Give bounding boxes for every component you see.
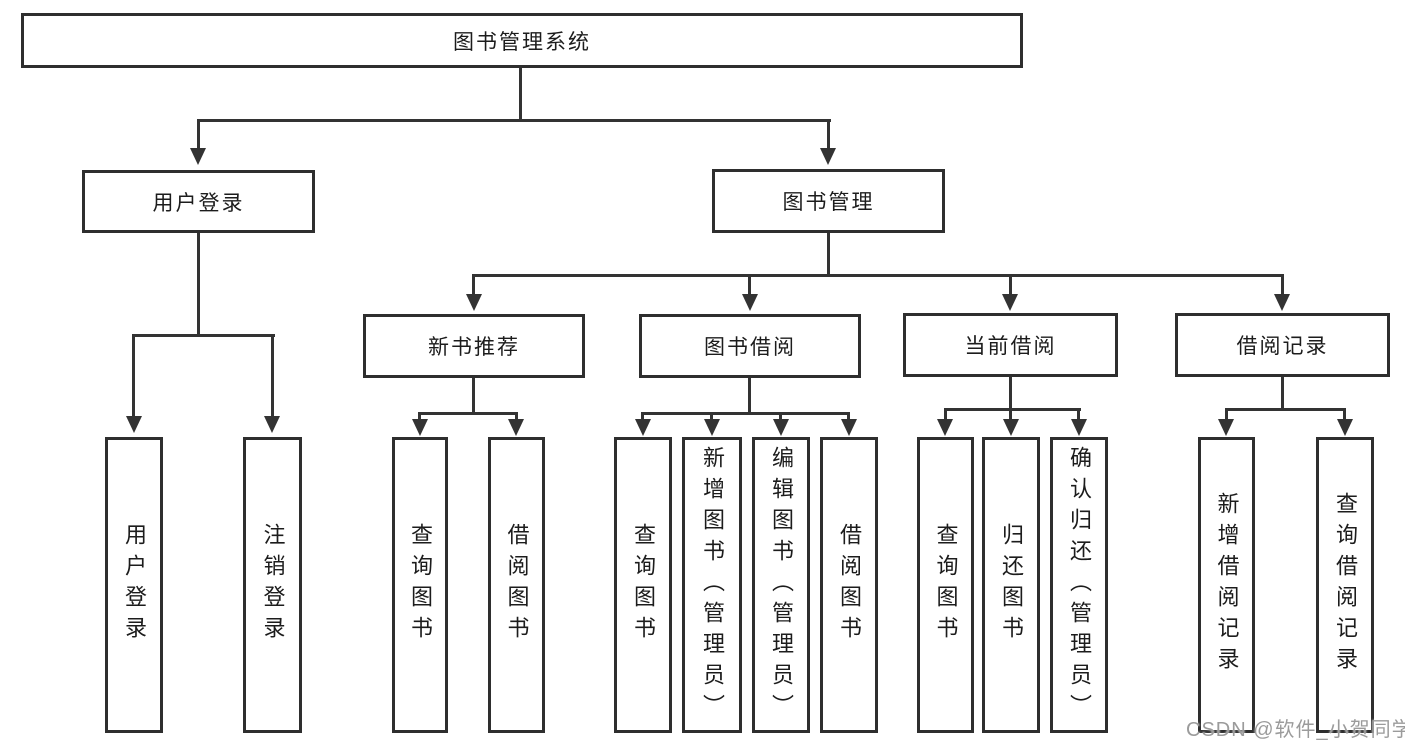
- connector-drop: [641, 412, 644, 421]
- arrow-down-icon: [820, 148, 836, 165]
- arrow-down-icon: [126, 416, 142, 433]
- connector-to-borrowing: [748, 274, 751, 296]
- arrow-down-icon: [466, 294, 482, 311]
- node-library-management-system: 图书管理系统: [21, 13, 1023, 68]
- connector-drop: [515, 412, 518, 421]
- node-current-borrowing: 当前借阅: [903, 313, 1118, 377]
- arrow-down-icon: [773, 419, 789, 436]
- connector-borrowing-bar: [641, 412, 850, 415]
- connector-drop: [1343, 408, 1346, 420]
- arrow-down-icon: [1337, 419, 1353, 436]
- leaf-user-login: 用户登录: [105, 437, 163, 733]
- connector-user-login-bar: [132, 334, 275, 337]
- connector-new-book-stem: [472, 378, 475, 415]
- connector-to-new-book: [472, 274, 475, 296]
- arrow-down-icon: [937, 419, 953, 436]
- node-label: 新书推荐: [428, 336, 520, 359]
- node-label: 图书管理: [782, 191, 875, 214]
- connector-drop: [1225, 408, 1228, 420]
- leaf-label: 查询图书: [408, 523, 433, 647]
- leaf-bb-query-books: 查询图书: [614, 437, 672, 733]
- connector-to-leaf-logout: [271, 334, 274, 417]
- arrow-down-icon: [1071, 419, 1087, 436]
- leaf-label: 新增借阅记录: [1214, 492, 1240, 678]
- arrow-down-icon: [742, 294, 758, 311]
- leaf-label: 借阅图书: [837, 523, 862, 647]
- arrow-down-icon: [412, 419, 428, 436]
- connector-borrowing-stem: [748, 378, 751, 415]
- arrow-down-icon: [1218, 419, 1234, 436]
- leaf-bb-borrow-books: 借阅图书: [820, 437, 878, 733]
- arrow-down-icon: [1274, 294, 1290, 311]
- connector-records-bar: [1225, 408, 1346, 411]
- leaf-cb-query-books: 查询图书: [917, 437, 974, 733]
- connector-level2-bar: [197, 119, 831, 122]
- leaf-label: 注销登录: [260, 523, 286, 647]
- connector-current-bar: [944, 408, 1081, 411]
- connector-drop: [710, 412, 713, 421]
- connector-drop: [1009, 408, 1012, 420]
- leaf-cb-confirm-return-admin: 确认归还（管理员）: [1050, 437, 1108, 733]
- leaf-nbr-query-books: 查询图书: [392, 437, 448, 733]
- leaf-br-add-borrow-record: 新增借阅记录: [1198, 437, 1255, 733]
- connector-drop: [944, 408, 947, 420]
- connector-root-stem: [519, 68, 522, 120]
- connector-to-records: [1281, 274, 1284, 296]
- node-new-book-recommendation: 新书推荐: [363, 314, 585, 378]
- csdn-watermark: CSDN @软件_小贺同学: [1186, 719, 1405, 741]
- leaf-bb-add-books-admin: 新增图书（管理员）: [682, 437, 742, 733]
- connector-level3-bar: [472, 274, 1283, 277]
- node-book-borrowing: 图书借阅: [639, 314, 861, 378]
- node-user-login: 用户登录: [82, 170, 315, 233]
- arrow-down-icon: [635, 419, 651, 436]
- arrow-down-icon: [508, 419, 524, 436]
- connector-book-management-stem: [827, 233, 830, 277]
- arrow-down-icon: [190, 148, 206, 165]
- connector-user-login-stem: [197, 233, 200, 337]
- leaf-br-query-borrow-record: 查询借阅记录: [1316, 437, 1374, 733]
- leaf-label: 查询图书: [933, 523, 959, 647]
- connector-drop: [779, 412, 782, 421]
- connector-drop: [847, 412, 850, 421]
- leaf-label: 用户登录: [122, 523, 147, 647]
- leaf-label: 查询图书: [631, 523, 656, 647]
- node-label: 图书管理系统: [453, 30, 591, 54]
- node-label: 当前借阅: [964, 335, 1057, 358]
- connector-drop: [1077, 408, 1080, 420]
- leaf-label: 编辑图书（管理员）: [769, 445, 794, 725]
- node-book-management: 图书管理: [712, 169, 945, 233]
- connector-records-stem: [1281, 377, 1284, 411]
- arrow-down-icon: [704, 419, 720, 436]
- leaf-bb-edit-books-admin: 编辑图书（管理员）: [752, 437, 810, 733]
- leaf-logout: 注销登录: [243, 437, 302, 733]
- connector-current-stem: [1009, 377, 1012, 411]
- connector-to-user-login: [197, 119, 200, 150]
- arrow-down-icon: [841, 419, 857, 436]
- arrow-down-icon: [1003, 419, 1019, 436]
- connector-to-book-management: [827, 119, 830, 150]
- leaf-cb-return-books: 归还图书: [982, 437, 1040, 733]
- node-borrowing-records: 借阅记录: [1175, 313, 1390, 377]
- node-label: 借阅记录: [1236, 335, 1329, 358]
- leaf-label: 归还图书: [999, 523, 1024, 647]
- leaf-nbr-borrow-books: 借阅图书: [488, 437, 545, 733]
- arrow-down-icon: [1002, 294, 1018, 311]
- leaf-label: 查询借阅记录: [1333, 492, 1358, 678]
- connector-to-leaf-user-login: [132, 334, 135, 417]
- arrow-down-icon: [264, 416, 280, 433]
- node-label: 图书借阅: [704, 336, 796, 359]
- leaf-label: 确认归还（管理员）: [1067, 445, 1092, 725]
- node-label: 用户登录: [152, 191, 245, 215]
- leaf-label: 借阅图书: [504, 523, 530, 647]
- connector-new-book-bar: [418, 412, 518, 415]
- leaf-label: 新增图书（管理员）: [700, 445, 725, 725]
- connector-to-current: [1009, 274, 1012, 296]
- connector-drop: [418, 412, 421, 421]
